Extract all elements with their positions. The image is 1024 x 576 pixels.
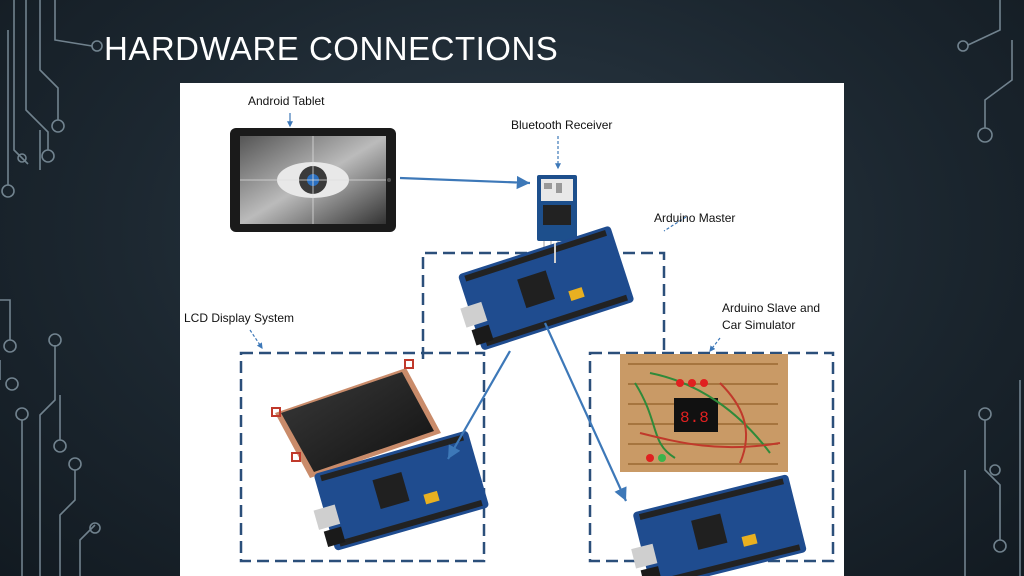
arduino-master-board <box>458 226 634 350</box>
car-simulator-board: 8.8 <box>620 354 788 472</box>
arduino-master-pointer <box>663 216 687 232</box>
slave-pointer <box>709 337 721 352</box>
lcd-pointer <box>249 329 263 349</box>
bluetooth-receiver <box>537 175 577 251</box>
tablet-to-bluetooth-arrow <box>399 175 531 190</box>
lcd-display-system-label: LCD Display System <box>184 311 295 325</box>
slave-arduino-board <box>631 474 807 576</box>
bluetooth-receiver-label: Bluetooth Receiver <box>511 118 613 132</box>
arduino-slave-label-line2: Car Simulator <box>722 318 796 332</box>
arduino-slave-label-line1: Arduino Slave and <box>722 301 821 315</box>
master-to-slave-arrow <box>543 322 628 502</box>
svg-text:8.8: 8.8 <box>680 409 709 427</box>
slide-title: HARDWARE CONNECTIONS <box>104 30 559 67</box>
lcd-arduino-board <box>313 431 489 551</box>
diagram-canvas: 8.8 <box>230 113 835 576</box>
lcd-display-system-box <box>239 351 486 563</box>
hardware-diagram: 8.8 Android Tablet Bluetooth Receiver Ar… <box>180 83 844 576</box>
lcd-screen <box>271 359 441 478</box>
android-tablet-label: Android Tablet <box>248 94 325 108</box>
arduino-slave-box <box>588 351 835 563</box>
android-tablet <box>230 128 396 232</box>
master-to-lcd-arrow <box>447 350 511 460</box>
arduino-master-label: Arduino Master <box>654 211 736 225</box>
